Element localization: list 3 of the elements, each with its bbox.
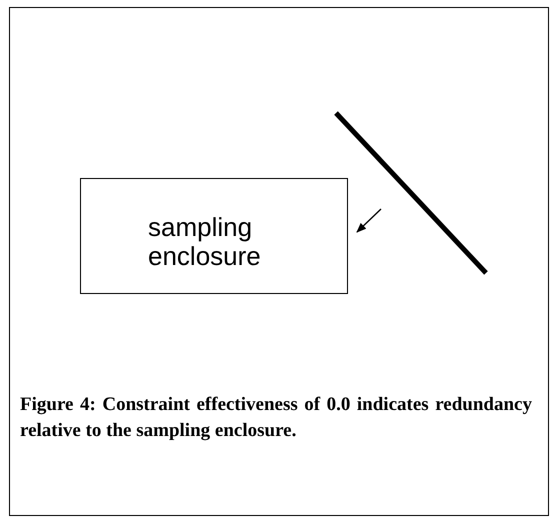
figure-caption: Figure 4: Constraint effectiveness of 0.0 indicates redundancy relative to the sampling enclosure. — [20, 393, 532, 443]
process-box — [80, 178, 348, 294]
box-label: sampling enclosure — [148, 213, 262, 271]
